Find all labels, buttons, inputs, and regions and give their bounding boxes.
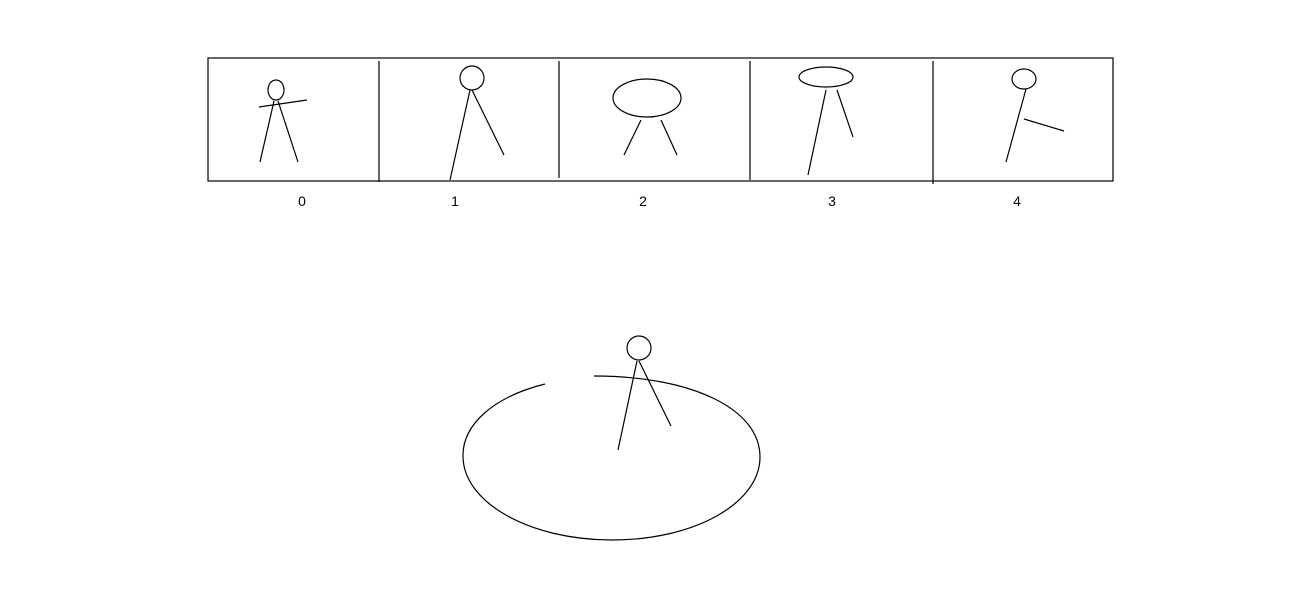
circular-path (462, 375, 761, 541)
figure-arms (258, 99, 308, 108)
figure-right-leg (277, 100, 299, 163)
figure-body-oval (798, 66, 854, 88)
figure-head (1011, 68, 1037, 90)
frame-2-figure (612, 78, 682, 156)
figure-left-leg (617, 360, 638, 451)
figure-head (267, 79, 285, 101)
figure-left-leg (623, 119, 642, 156)
frame-1-figure (449, 65, 505, 181)
figure-left-leg (807, 89, 827, 176)
frame-0-figure (258, 79, 308, 163)
frame-label-1: 1 (451, 193, 459, 209)
frame-4-figure (1005, 68, 1065, 163)
figure-left-leg (1005, 88, 1027, 163)
figure-body-oval (612, 78, 682, 118)
figure-head (626, 335, 652, 361)
figure-right-leg (471, 89, 505, 156)
figure-right-leg (836, 89, 854, 138)
figure-right-leg (638, 360, 672, 427)
figure-right-leg (660, 119, 678, 156)
filmstrip-border (207, 57, 1114, 182)
figure-kicking-leg (1023, 118, 1065, 132)
figure-left-leg (259, 100, 275, 163)
frame-label-0: 0 (298, 193, 306, 209)
frame-3-figure (798, 66, 854, 176)
frame-label-3: 3 (828, 193, 836, 209)
frame-label-2: 2 (639, 193, 647, 209)
figure-left-leg (449, 89, 471, 181)
standing-figure (617, 335, 672, 451)
figure-head (459, 65, 485, 91)
frame-label-4: 4 (1013, 193, 1021, 209)
